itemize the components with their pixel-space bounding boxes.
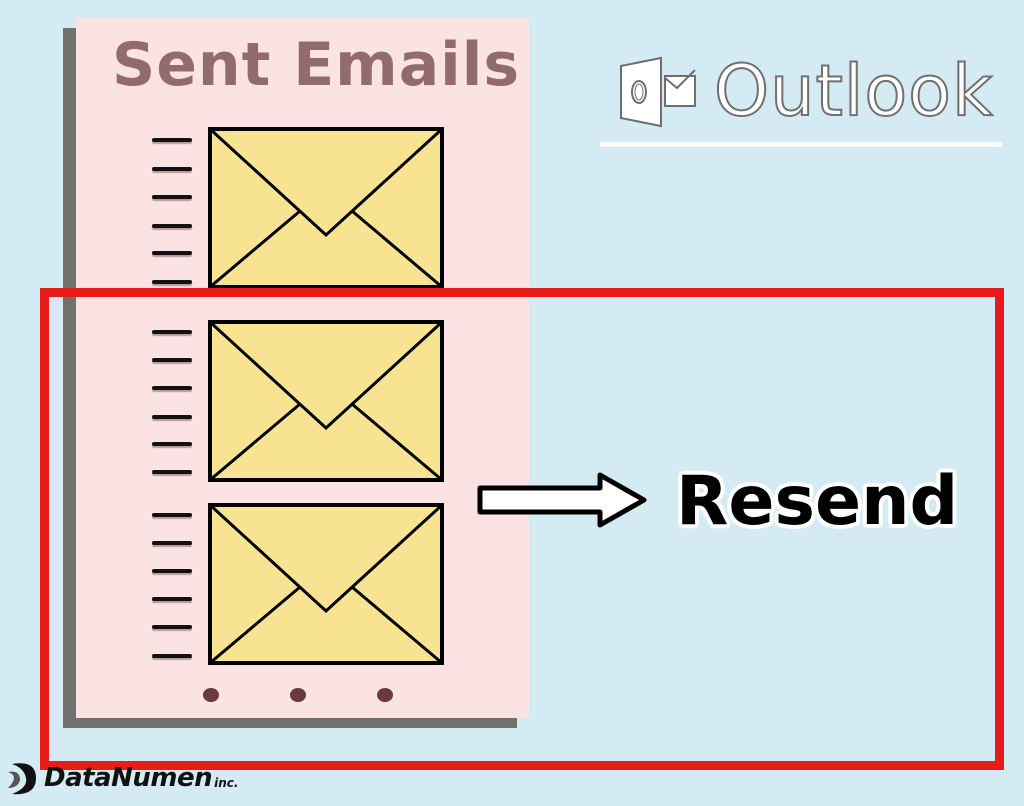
datanumen-swirl-icon — [8, 763, 36, 795]
datanumen-name: DataNumen — [44, 763, 213, 793]
panel-title: Sent Emails — [112, 30, 521, 100]
datanumen-logo: DataNumen inc. — [6, 758, 238, 798]
highlight-frame — [40, 288, 1004, 770]
datanumen-suffix: inc. — [214, 776, 239, 790]
brand-underline — [600, 142, 1002, 147]
more-dot-1 — [203, 688, 219, 702]
more-dot-3 — [377, 688, 393, 702]
envelope-icon-3 — [208, 503, 444, 665]
resend-label: Resend — [676, 462, 959, 541]
outlook-wordmark: Outlook — [713, 49, 994, 133]
more-dot-2 — [290, 688, 306, 702]
right-arrow-icon — [477, 472, 647, 528]
outlook-logo-icon — [620, 56, 696, 128]
envelope-icon-2 — [208, 320, 444, 482]
envelope-icon-1 — [208, 127, 444, 289]
